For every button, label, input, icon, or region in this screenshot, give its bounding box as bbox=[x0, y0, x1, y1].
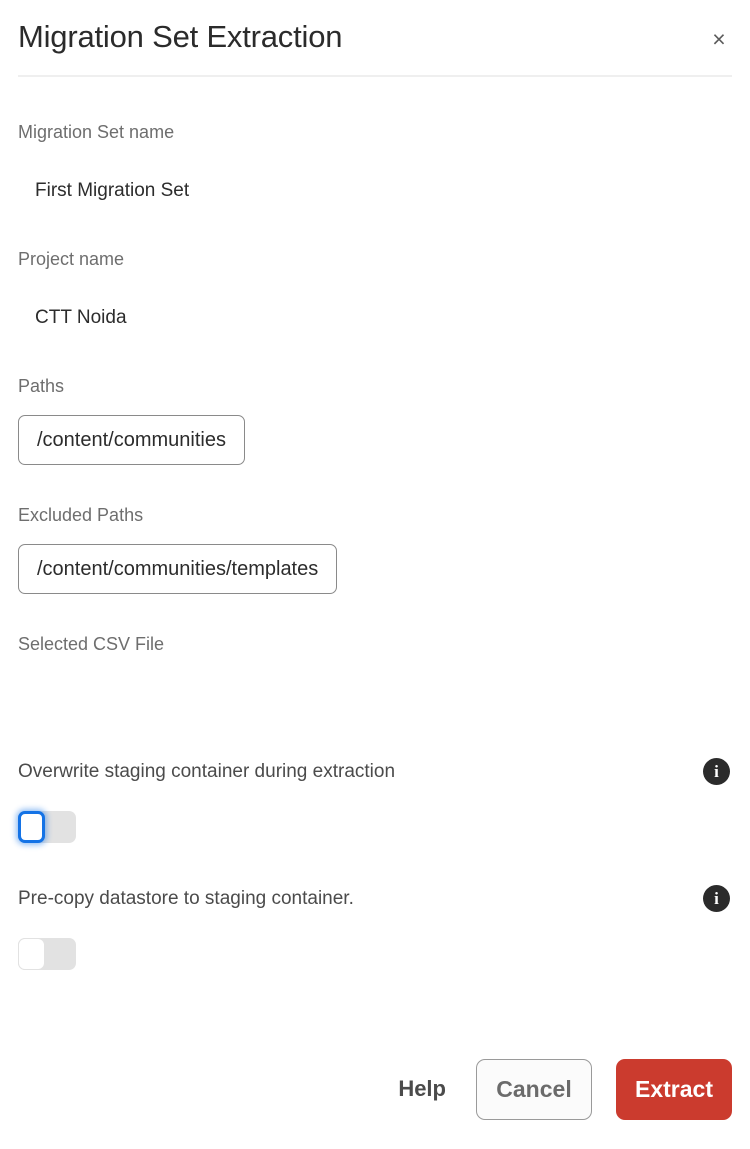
help-button[interactable]: Help bbox=[392, 1070, 452, 1108]
selected-csv-file-value bbox=[18, 688, 750, 714]
project-name-value: CTT Noida bbox=[35, 307, 127, 328]
excluded-path-chip[interactable]: /content/communities/templates bbox=[18, 544, 338, 594]
overwrite-staging-toggle[interactable] bbox=[18, 811, 76, 843]
dialog-footer: Help Cancel Extract bbox=[0, 1058, 750, 1120]
field-project-name: Project name CTT Noida bbox=[0, 247, 750, 331]
field-paths: Paths /content/communities bbox=[0, 374, 750, 465]
header-divider bbox=[18, 75, 732, 77]
paths-label: Paths bbox=[18, 376, 65, 396]
excluded-paths-chip-list: /content/communities/templates bbox=[18, 544, 750, 594]
migration-set-name-label: Migration Set name bbox=[18, 122, 175, 142]
selected-csv-file-label: Selected CSV File bbox=[18, 634, 165, 654]
extract-button[interactable]: Extract bbox=[616, 1058, 732, 1120]
switch-row-overwrite-staging: Overwrite staging container during extra… bbox=[0, 758, 750, 843]
info-icon[interactable]: i bbox=[703, 885, 730, 912]
cancel-button[interactable]: Cancel bbox=[476, 1058, 592, 1120]
toggle-knob bbox=[18, 938, 45, 970]
dialog-header: Migration Set Extraction × bbox=[0, 0, 750, 77]
field-selected-csv-file: Selected CSV File bbox=[0, 632, 750, 714]
page-title: Migration Set Extraction bbox=[18, 19, 343, 54]
precopy-datastore-label: Pre-copy datastore to staging container. bbox=[18, 887, 354, 909]
overwrite-staging-label: Overwrite staging container during extra… bbox=[18, 760, 396, 782]
switch-header-overwrite: Overwrite staging container during extra… bbox=[18, 758, 732, 785]
project-name-label: Project name bbox=[18, 249, 125, 269]
field-migration-set-name: Migration Set name First Migration Set bbox=[0, 120, 750, 204]
paths-chip-list: /content/communities bbox=[18, 415, 750, 465]
switch-header-precopy: Pre-copy datastore to staging container.… bbox=[18, 885, 732, 912]
toggle-knob bbox=[18, 811, 45, 843]
field-excluded-paths: Excluded Paths /content/communities/temp… bbox=[0, 503, 750, 594]
info-icon[interactable]: i bbox=[703, 758, 730, 785]
migration-set-name-value: First Migration Set bbox=[35, 180, 190, 201]
excluded-paths-label: Excluded Paths bbox=[18, 505, 144, 525]
close-icon[interactable]: × bbox=[702, 22, 736, 56]
precopy-datastore-toggle[interactable] bbox=[18, 938, 76, 970]
path-chip[interactable]: /content/communities bbox=[18, 415, 245, 465]
switch-row-precopy-datastore: Pre-copy datastore to staging container.… bbox=[0, 885, 750, 970]
